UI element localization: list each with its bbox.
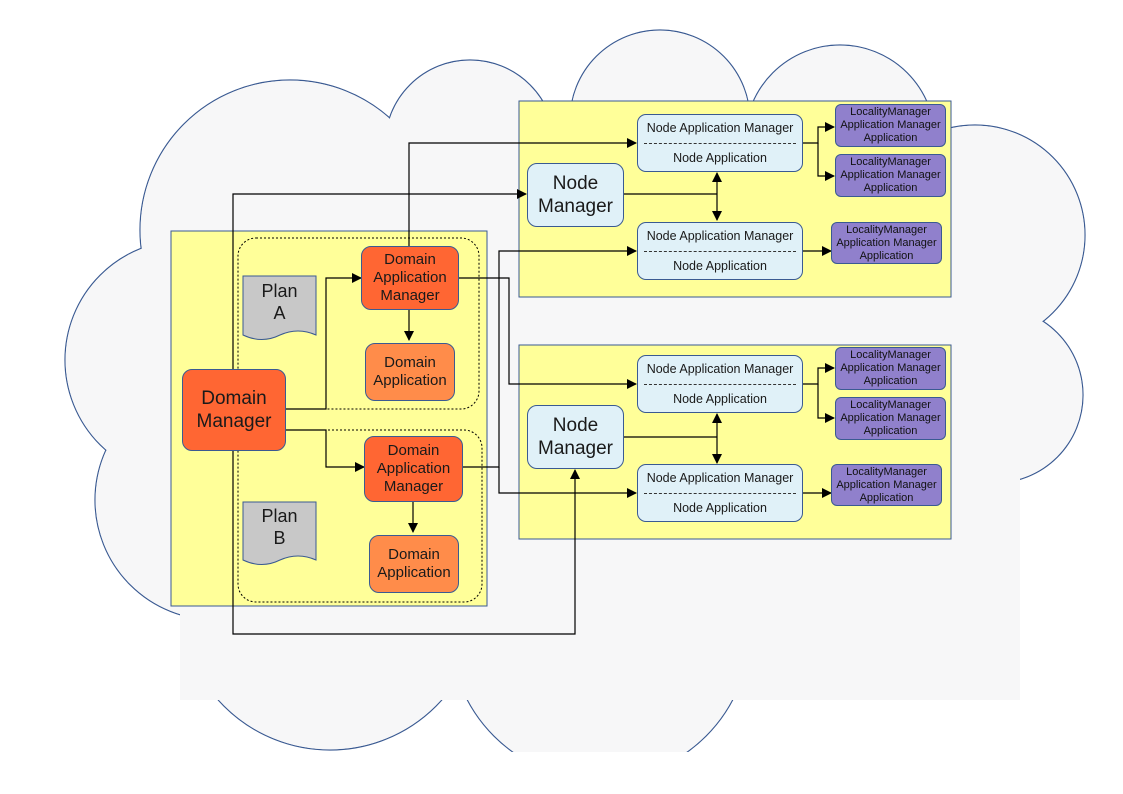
connectors: [232, 122, 835, 635]
node-application-manager-4: Node Application Manager Node Applicatio…: [637, 464, 803, 522]
node-application-manager-3: Node Application Manager Node Applicatio…: [637, 355, 803, 413]
plan-b-document: [242, 501, 317, 565]
plan-a-document: [242, 275, 317, 340]
node-application-manager-1: Node Application Manager Node Applicatio…: [637, 114, 803, 172]
node-application-manager-2: Node Application Manager Node Applicatio…: [637, 222, 803, 280]
plan-a-group: [237, 237, 480, 410]
plan-b-group: [237, 429, 483, 603]
